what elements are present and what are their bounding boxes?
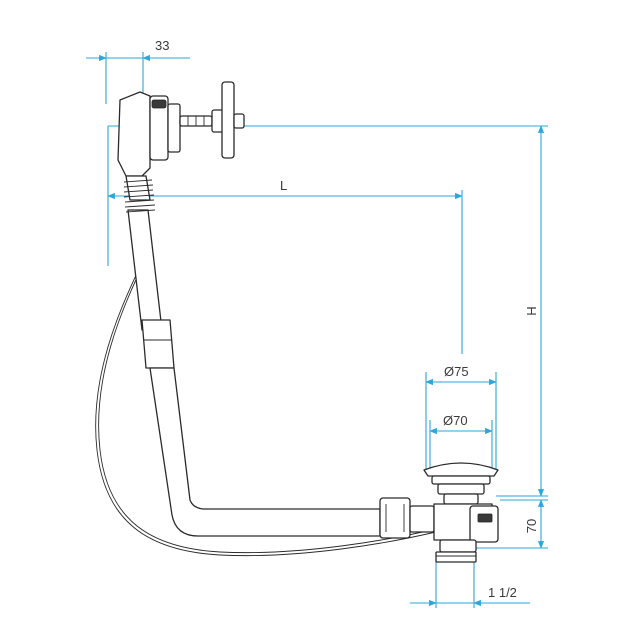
label-33: 33	[155, 38, 169, 53]
waste-trap	[379, 462, 499, 563]
overflow-head	[117, 91, 181, 213]
dimension-length	[107, 190, 463, 354]
label-thread: 1 1/2	[488, 585, 517, 600]
label-diameter-70: Ø70	[443, 413, 468, 428]
label-70: 70	[524, 519, 539, 533]
label-height: H	[524, 306, 539, 315]
dimension-33	[86, 52, 190, 104]
dimension-diameter-70	[429, 420, 493, 470]
overflow-pipe	[127, 209, 381, 537]
bowden-cable-inner	[95, 254, 441, 557]
label-length: L	[280, 178, 287, 193]
dimension-diameter-75	[425, 372, 497, 470]
knob-handle	[179, 81, 245, 159]
bowden-cable	[98, 254, 441, 554]
dimension-70	[470, 499, 548, 549]
label-diameter-75: Ø75	[444, 364, 469, 379]
dimension-thread	[410, 560, 530, 608]
